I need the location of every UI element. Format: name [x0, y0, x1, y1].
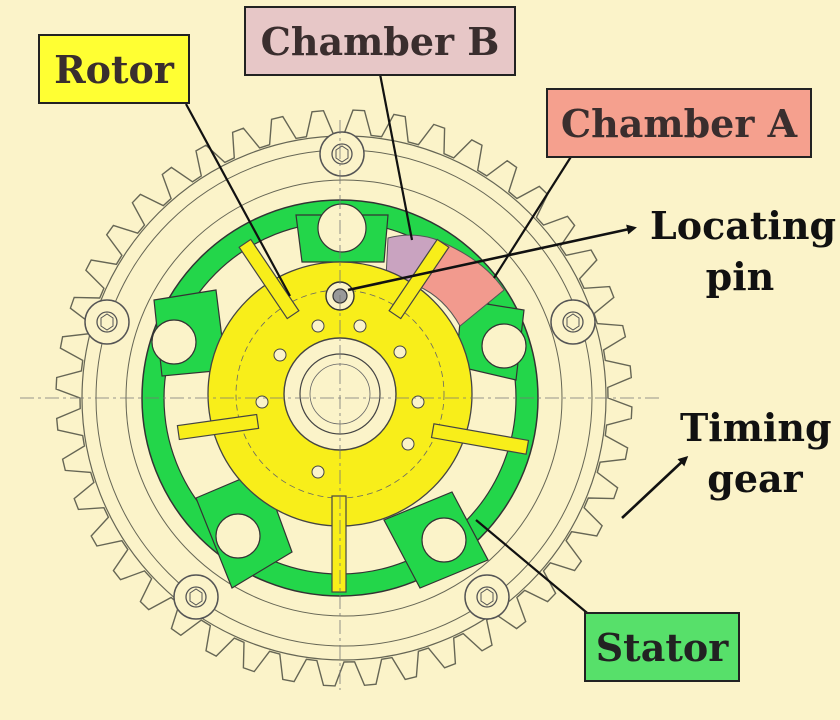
chamber-b-label: Chamber B [244, 6, 516, 76]
chamber-a-label: Chamber A [546, 88, 812, 158]
stator-leader [475, 519, 599, 623]
bolt-boss-right [550, 299, 596, 345]
stator-lobe-left [151, 289, 227, 377]
rotor [176, 238, 530, 593]
rotor-leader [185, 103, 291, 297]
chamber-b-label-text: Chamber B [260, 18, 500, 64]
stator-lobe-top [295, 203, 389, 263]
leader-lines [185, 73, 689, 623]
timing-gear-arrow [621, 455, 689, 519]
rotor-label-text: Rotor [54, 46, 174, 92]
stator-label-text: Stator [595, 624, 729, 670]
locating-pin-label-line1: Locating [650, 203, 837, 248]
rotor-vanes [176, 238, 530, 593]
chamber-b-leader [378, 73, 414, 241]
rotor-bolt-holes [255, 319, 425, 479]
stator-lobe-bottom-right [383, 491, 489, 589]
stator-lobe-right [455, 299, 527, 381]
stator-label: Stator [584, 612, 740, 682]
timing-gear-label-line1: Timing [680, 405, 832, 450]
bolt-boss-left [84, 299, 130, 345]
bolt-boss-bottom-left [173, 574, 219, 620]
locating-pin-label-line2: pin [705, 254, 775, 300]
timing-gear [55, 109, 633, 687]
center-lines [20, 120, 660, 690]
bolt-boss-top [319, 131, 365, 177]
chamber-a-label-text: Chamber A [560, 100, 798, 146]
locating-pin-label: Locating pin [650, 200, 837, 303]
timing-gear-label-line2: gear [707, 456, 803, 502]
chamber-a-region [417, 243, 505, 327]
rotor-label: Rotor [38, 34, 190, 104]
chamber-a-leader [493, 151, 575, 279]
locating-pin-arrow [347, 224, 637, 292]
timing-gear-label: Timing gear [680, 402, 832, 505]
bolt-boss-bottom-right [464, 574, 510, 620]
